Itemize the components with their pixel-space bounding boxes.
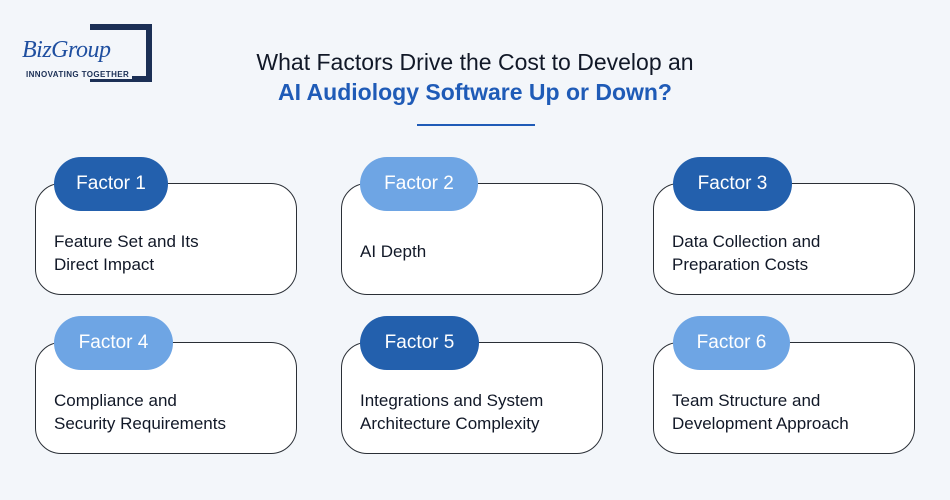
logo-tagline: INNOVATING TOGETHER [26,70,133,79]
factor-1-badge: Factor 1 [54,157,168,211]
factor-6-text: Team Structure and Development Approach [672,391,849,433]
factor-3-text: Data Collection and Preparation Costs [672,232,821,274]
factor-1-text: Feature Set and Its Direct Impact [54,232,199,274]
logo-frame [90,24,152,82]
page-title: What Factors Drive the Cost to Develop a… [0,47,950,107]
title-underline [417,124,535,126]
factor-6-badge: Factor 6 [673,316,790,370]
factor-2-text: AI Depth [360,242,427,261]
factor-4-text: Compliance and Security Requirements [54,391,226,433]
logo-wordmark: BizGroup [22,37,113,63]
title-line-1: What Factors Drive the Cost to Develop a… [256,49,694,75]
factor-5-text: Integrations and System Architecture Com… [360,391,544,433]
title-line-2: AI Audiology Software Up or Down? [278,79,672,105]
factor-2-badge: Factor 2 [360,157,478,211]
factor-4-badge: Factor 4 [54,316,173,370]
factor-card-1: Feature Set and Its Direct Impact [35,183,297,295]
factor-5-badge: Factor 5 [360,316,479,370]
factor-card-2: AI Depth [341,183,603,295]
bizgroup-logo: BizGroup INNOVATING TOGETHER [22,24,157,82]
factor-3-badge: Factor 3 [673,157,792,211]
